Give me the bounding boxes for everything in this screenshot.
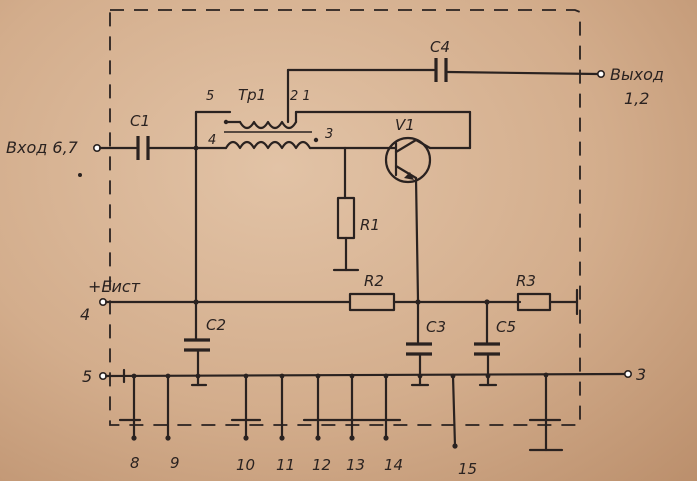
c2-label: C2 [206, 316, 226, 334]
pin-14-label: 14 [384, 456, 403, 474]
supply-rail [99, 145, 352, 342]
pin-5-label: 5 [82, 367, 92, 386]
pin-3-label: 3 [636, 365, 646, 384]
c5-label: C5 [496, 318, 516, 336]
module-boundary [109, 9, 581, 426]
tr-pin-5-label: 5 [206, 89, 214, 104]
transistor-v1 [343, 110, 472, 302]
resistor-r3 [516, 288, 579, 316]
pin-13-label: 13 [346, 456, 365, 474]
resistor-r2 [348, 292, 522, 312]
tr-pin-21-label: 2 1 [290, 89, 311, 104]
output-label-line1: Выход [610, 65, 664, 84]
c1-label: C1 [130, 112, 150, 130]
r1-label: R1 [360, 216, 380, 234]
input-label: Вход 6,7 [6, 138, 79, 157]
tr-pin-4-label: 4 [208, 133, 216, 148]
resistor-r1 [332, 146, 360, 272]
pin-11-label: 11 [276, 456, 295, 474]
ground-bus [99, 368, 632, 452]
supply-label: +Eист [88, 277, 141, 296]
transistor-label: V1 [395, 116, 415, 134]
c3-label: C3 [426, 318, 446, 336]
pin-4-label: 4 [80, 305, 90, 324]
terminal-dots [131, 435, 458, 449]
transformer-label: Тр1 [238, 86, 266, 104]
r3-label: R3 [516, 272, 536, 290]
pin-15-label: 15 [458, 460, 477, 478]
output-line [286, 58, 605, 82]
transformer-tp1 [193, 68, 472, 150]
capacitor-c5 [474, 300, 500, 387]
pin-12-label: 12 [312, 456, 331, 474]
capacitor-c3 [406, 298, 432, 387]
c4-label: C4 [430, 38, 450, 56]
tr-pin-3-label: 3 [325, 127, 333, 142]
pin-9-label: 9 [170, 454, 180, 472]
pin-8-label: 8 [130, 454, 140, 472]
r2-label: R2 [364, 272, 384, 290]
pin-10-label: 10 [236, 456, 255, 474]
output-label-line2: 1,2 [624, 89, 649, 108]
input-line [78, 136, 197, 177]
capacitor-c2 [184, 338, 210, 387]
